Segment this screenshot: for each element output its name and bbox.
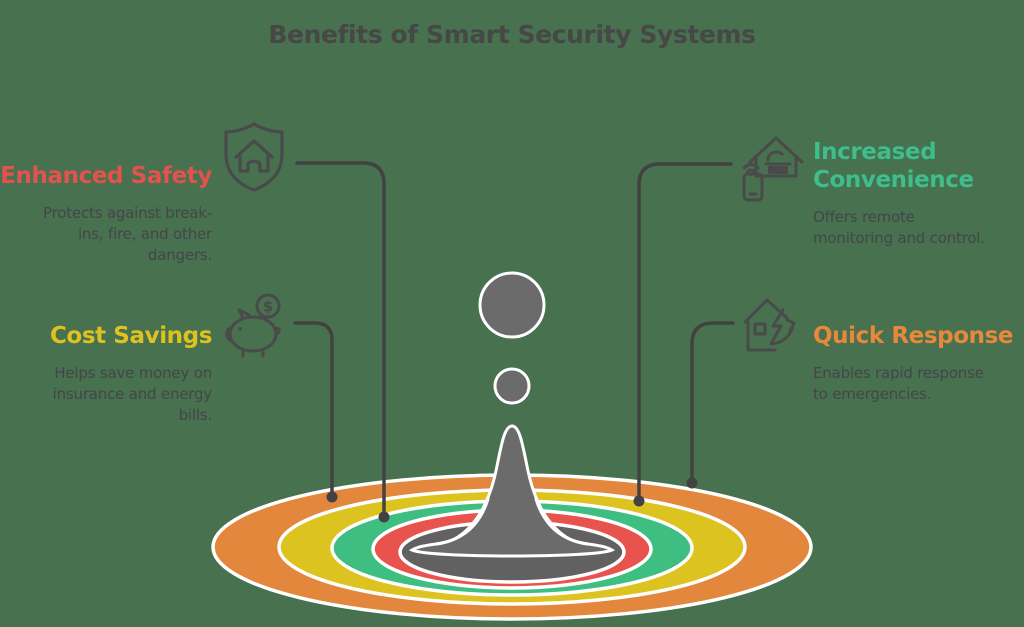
section-body-line: Protects against break-	[43, 204, 212, 223]
section-heading: Increased Convenience	[813, 139, 974, 194]
connector-enhanced-safety	[295, 161, 386, 514]
section-cost-savings: Cost Savings Helps save money on insuran…	[0, 322, 212, 426]
droplet-circle-small	[493, 367, 531, 405]
splash-accent-left	[435, 497, 490, 546]
water-column	[408, 424, 616, 558]
section-heading: Quick Response	[813, 323, 1014, 349]
section-body-line: monitoring and control.	[813, 229, 985, 248]
connector-dot-quick-response	[686, 477, 698, 489]
home-lightning-icon	[735, 294, 815, 358]
connector-increased-convenience	[637, 162, 733, 497]
connector-dot-increased-convenience	[633, 495, 645, 507]
splash-accent-right	[534, 497, 589, 546]
section-body-line: insurance and energy	[52, 385, 213, 404]
shield-home-icon	[220, 120, 288, 194]
connector-dot-cost-savings	[326, 491, 338, 503]
section-heading: Cost Savings	[49, 323, 212, 349]
connector-cost-savings	[293, 321, 334, 493]
connector-quick-response	[690, 321, 735, 479]
section-body-line: Enables rapid response	[813, 364, 984, 383]
section-body-line: bills.	[178, 406, 213, 425]
smart-home-remote-icon	[738, 130, 808, 204]
section-body-line: dangers.	[147, 246, 212, 265]
piggy-bank-icon: $	[222, 292, 294, 362]
coin-dollar-glyph: $	[263, 298, 273, 316]
section-increased-convenience: Increased Convenience Offers remote moni…	[813, 138, 988, 249]
section-heading: Enhanced Safety	[0, 163, 212, 189]
section-body-line: ins, fire, and other	[77, 225, 212, 244]
section-enhanced-safety: Enhanced Safety Protects against break- …	[0, 162, 212, 266]
connector-dot-enhanced-safety	[378, 511, 390, 523]
page-title: Benefits of Smart Security Systems	[268, 20, 756, 49]
section-body-line: Offers remote	[813, 208, 915, 227]
section-body-line: Helps save money on	[54, 364, 212, 383]
droplet-circle-large	[478, 271, 546, 339]
section-quick-response: Quick Response Enables rapid response to…	[813, 322, 1024, 405]
section-body-line: to emergencies.	[813, 385, 932, 404]
